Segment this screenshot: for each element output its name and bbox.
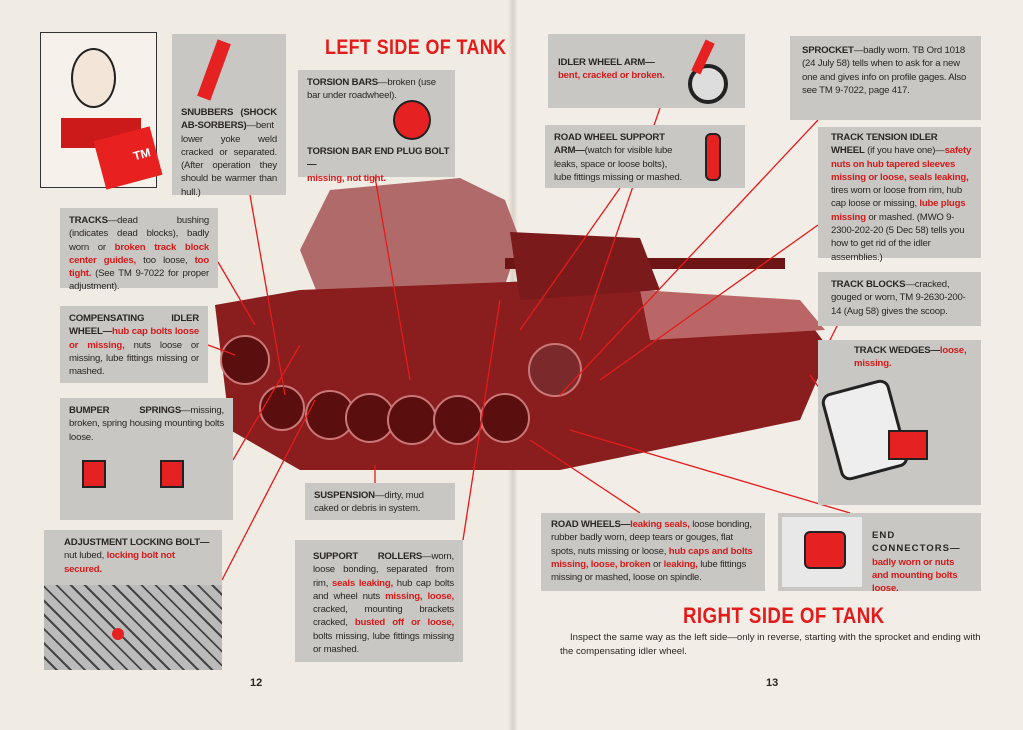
adjustment-text: nut lubed,	[64, 550, 107, 562]
road-wheels-text: lube fittings missing or mashed, loose o…	[551, 558, 747, 584]
page-number-right: 13	[766, 677, 779, 689]
track-tension-warning: lube plugs missing	[831, 198, 966, 223]
snubbers-text: —bent lower yoke weld cracked or separat…	[181, 120, 277, 198]
torsion-plug-text: missing, not tight.	[307, 172, 386, 184]
bumper-springs-box: BUMPER SPRINGS—missing, broken, spring h…	[60, 398, 233, 520]
right-side-title: RIGHT SIDE OF TANK	[683, 603, 885, 628]
tracks-heading: TRACKS	[69, 215, 108, 226]
left-side-title: LEFT SIDE OF TANK	[325, 36, 507, 59]
suspension-heading: SUSPENSION	[314, 490, 375, 501]
road-wheels-box: ROAD WHEELS—leaking seals, loose bonding…	[541, 513, 765, 591]
track-blocks-box: TRACK BLOCKS—cracked, gouged or worn, TM…	[818, 272, 981, 326]
support-rollers-text: hub cap bolts and wheel nuts	[313, 577, 454, 602]
compensating-heading: COMPENSATING IDLER WHEEL—	[69, 313, 199, 338]
woman-reading-illustration: TM	[40, 32, 163, 190]
torsion-bars-text: —broken (use bar under roadwheel).	[307, 77, 436, 102]
tracks-warning: broken track block center guides,	[69, 241, 209, 266]
suspension-text: —dirty, mud caked or debris in system.	[314, 490, 424, 515]
bumper-text: —missing, broken, spring housing mountin…	[69, 405, 224, 443]
road-wheels-warning: leaking seals,	[630, 519, 690, 530]
torsion-bars-heading: TORSION BARS	[307, 77, 378, 88]
compensating-text: nuts loose or missing, lube fittings mis…	[69, 339, 200, 378]
track-blocks-text: —cracked, gouged or worn, TM 9-2630-200-…	[831, 279, 966, 317]
track-tension-idler-box: TRACK TENSION IDLER WHEEL (if you have o…	[818, 127, 981, 263]
tracks-warning: too tight.	[69, 254, 209, 280]
compensating-idler-box: COMPENSATING IDLER WHEEL—hub cap bolts l…	[60, 306, 208, 383]
road-wheels-text: or	[650, 558, 664, 570]
adjustment-heading: ADJUSTMENT LOCKING BOLT—	[64, 537, 210, 548]
tracks-text: (See TM 9-7022 for proper adjustment).	[69, 268, 209, 293]
bumper-spring-icon	[160, 460, 184, 488]
end-connector-marker	[804, 531, 846, 569]
track-tension-text: tires worn or loose from rim, hub cap lo…	[831, 185, 962, 210]
support-rollers-warning: busted off or loose,	[354, 617, 454, 629]
track-wedge-marker	[888, 430, 928, 460]
right-side-instructions: Inspect the same way as the left side—on…	[560, 632, 981, 657]
snubbers-heading: SNUBBERS (SHOCK AB-SORBERS)	[181, 107, 277, 132]
support-rollers-warning: seals leaking,	[332, 577, 393, 589]
bumper-spring-icon	[82, 460, 106, 488]
adjustment-bolt-box: ADJUSTMENT LOCKING BOLT— nut lubed, locki…	[44, 530, 222, 670]
tracks-text: too loose,	[135, 254, 195, 266]
sprocket	[528, 343, 582, 397]
sprocket-text: —badly worn. TB Ord 1018 (24 July 58) te…	[802, 45, 967, 96]
tracks-text: —dead bushing (indicates dead blocks), b…	[69, 215, 209, 253]
support-rollers-text: bolts missing, lube fittings missing or …	[313, 630, 454, 656]
road-wheel-arm-heading: ROAD WHEEL SUPPORT ARM—	[554, 132, 665, 157]
bumper-heading: BUMPER SPRINGS	[69, 405, 182, 416]
torsion-bars-box: TORSION BARS—broken (use bar under roadw…	[298, 70, 455, 184]
tracks-box: TRACKS—dead bushing (indicates dead bloc…	[60, 208, 218, 292]
support-arm-illustration	[705, 133, 721, 181]
track-blocks-heading: TRACK BLOCKS	[831, 279, 906, 290]
tank-turret	[300, 178, 520, 300]
leader-lines	[207, 107, 851, 581]
locking-bolt-illustration	[44, 585, 222, 670]
suspension-box: SUSPENSION—dirty, mud caked or debris in…	[305, 483, 455, 520]
snubber-illustration	[197, 39, 231, 101]
idler-arm-heading: IDLER WHEEL ARM—	[558, 57, 655, 68]
track-tension-text: (if you have one)—	[864, 145, 945, 157]
road-wheel-support-arm-box: ROAD WHEEL SUPPORT ARM—(watch for visibl…	[545, 125, 745, 188]
end-plug-bolt-illustration	[393, 100, 431, 140]
road-wheels-warning: hub caps and bolts missing, loose, broke…	[551, 545, 753, 570]
road-wheels-heading: ROAD WHEELS—	[551, 519, 631, 530]
support-rollers-heading: SUPPORT ROLLERS	[313, 551, 423, 562]
road-wheels-group	[220, 335, 582, 445]
track-wedges-heading: TRACK WEDGES—	[854, 345, 940, 356]
snubbers-box: SNUBBERS (SHOCK AB-SORBERS)—bent lower y…	[172, 34, 286, 198]
track-wedges-warning: loose, missing.	[854, 345, 967, 370]
road-wheels-warning: leaking,	[663, 558, 698, 570]
idler-arm-warning: bent, cracked or broken.	[558, 70, 665, 82]
track-tension-warning: safety nuts on hub tapered sleeves missi…	[831, 145, 972, 183]
tank-rear-deck	[640, 290, 825, 340]
end-connectors-warning: badly worn or nuts and mounting bolts lo…	[872, 556, 958, 595]
support-rollers-text: cracked, mounting brackets cracked,	[313, 604, 454, 629]
idler-wheel	[220, 335, 270, 385]
locking-bolt-marker	[112, 628, 124, 640]
support-rollers-box: SUPPORT ROLLERS—worn, loose bonding, sep…	[295, 540, 463, 662]
track-tension-heading: TRACK TENSION IDLER WHEEL	[831, 132, 938, 157]
sprocket-heading: SPROCKET	[802, 45, 854, 56]
adjustment-warning: locking bolt not secured.	[64, 550, 175, 575]
road-wheels-text: loose bonding, rubber badly worn, deep t…	[551, 519, 752, 557]
support-rollers-text: —worn, loose bonding, separated from rim…	[313, 551, 454, 589]
support-rollers-warning: missing, loose,	[385, 590, 454, 602]
end-connectors-heading: END CONNECTORS—	[872, 530, 961, 555]
end-connectors-box: END CONNECTORS—badly worn or nuts and mo…	[778, 513, 981, 594]
road-wheel-arm-text: (watch for visible lube leaks, space or …	[554, 145, 682, 183]
track-tension-text: or mashed. (MWO 9-2300-202-20 (5 Dec 58)…	[831, 211, 965, 263]
compensating-warning: hub cap bolts loose or missing,	[69, 326, 199, 351]
torsion-plug-heading: TORSION BAR END PLUG BOLT—	[307, 146, 450, 171]
page-number-left: 12	[250, 677, 263, 689]
track-wedges-box: TRACK WEDGES—loose, missing.	[818, 340, 981, 505]
idler-wheel-arm-box: IDLER WHEEL ARM— bent, cracked or broken.	[548, 34, 745, 108]
sprocket-box: SPROCKET—badly worn. TB Ord 1018 (24 Jul…	[790, 36, 981, 120]
